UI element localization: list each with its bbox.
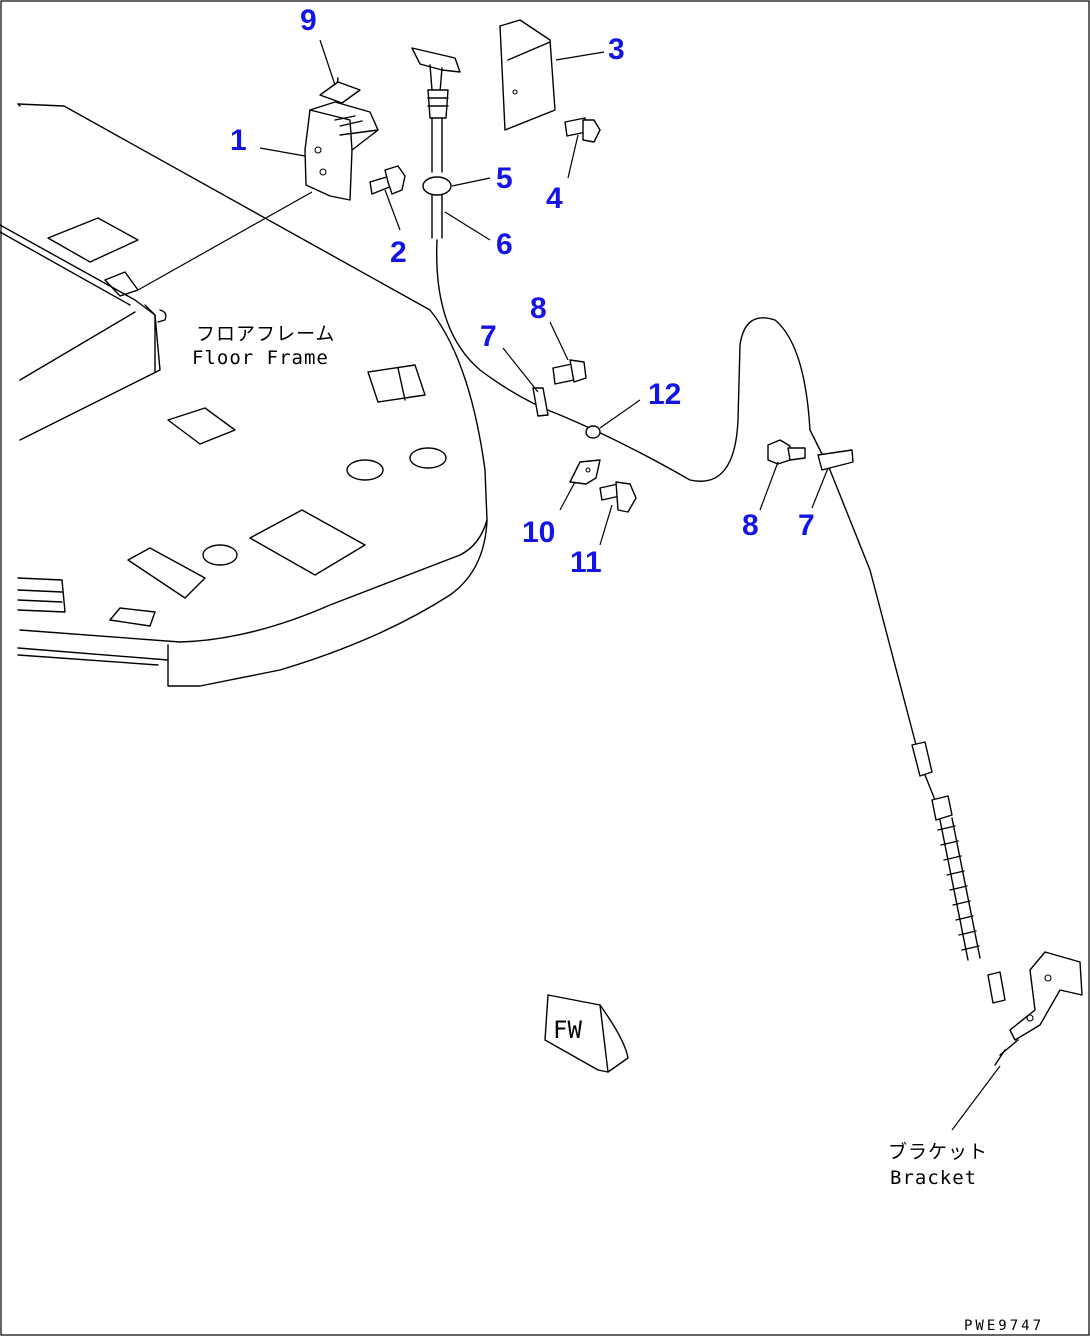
floor-frame-label-jp: フロアフレーム [196, 323, 335, 345]
bolt-part-4 [564, 117, 601, 143]
bolt-part-8-a [552, 359, 587, 385]
bracket-part-1 [304, 77, 379, 201]
bolt-part-8-b [767, 439, 806, 465]
bracket-label-jp: ブラケット [888, 1140, 988, 1163]
floor-frame [0, 103, 488, 687]
callout-12: 12 [648, 378, 681, 411]
callout-6: 6 [496, 228, 513, 261]
callout-5: 5 [496, 162, 513, 195]
cable-assembly [411, 47, 921, 761]
callout-3: 3 [608, 33, 625, 66]
leader-lines [259, 39, 1001, 1131]
callout-4: 4 [546, 182, 563, 215]
callout-11: 11 [570, 546, 602, 579]
cable-end-spring [911, 741, 1006, 1004]
callout-2: 2 [390, 236, 407, 269]
callout-1: 1 [230, 124, 247, 157]
nut-part-12 [585, 425, 601, 439]
callout-8a: 8 [530, 292, 547, 325]
clip-part-7-b [817, 449, 854, 471]
callout-10: 10 [522, 516, 555, 549]
bolt-part-11 [599, 481, 637, 513]
plate-part-10 [569, 459, 601, 485]
callout-numbers: 1 2 3 4 5 6 7 7 8 8 9 10 11 12 [230, 4, 815, 579]
floor-frame-label-en: Floor Frame [192, 347, 329, 369]
callout-8b: 8 [742, 509, 759, 542]
callout-7b: 7 [798, 509, 815, 542]
drawing-code: PWE9747 [964, 1318, 1044, 1334]
bolt-part-2 [369, 165, 406, 195]
bracket-mount-line [137, 191, 313, 291]
clip-part-7-a [532, 387, 549, 417]
callout-7a: 7 [480, 320, 497, 353]
cover-part-3 [499, 19, 556, 131]
fw-mark-text: FW [553, 1016, 582, 1044]
bracket-label-en: Bracket [890, 1167, 977, 1189]
callout-9: 9 [300, 4, 317, 37]
plate-part-9 [319, 81, 361, 104]
forward-direction-mark: FW [544, 994, 629, 1073]
bracket-bottom [994, 951, 1083, 1066]
